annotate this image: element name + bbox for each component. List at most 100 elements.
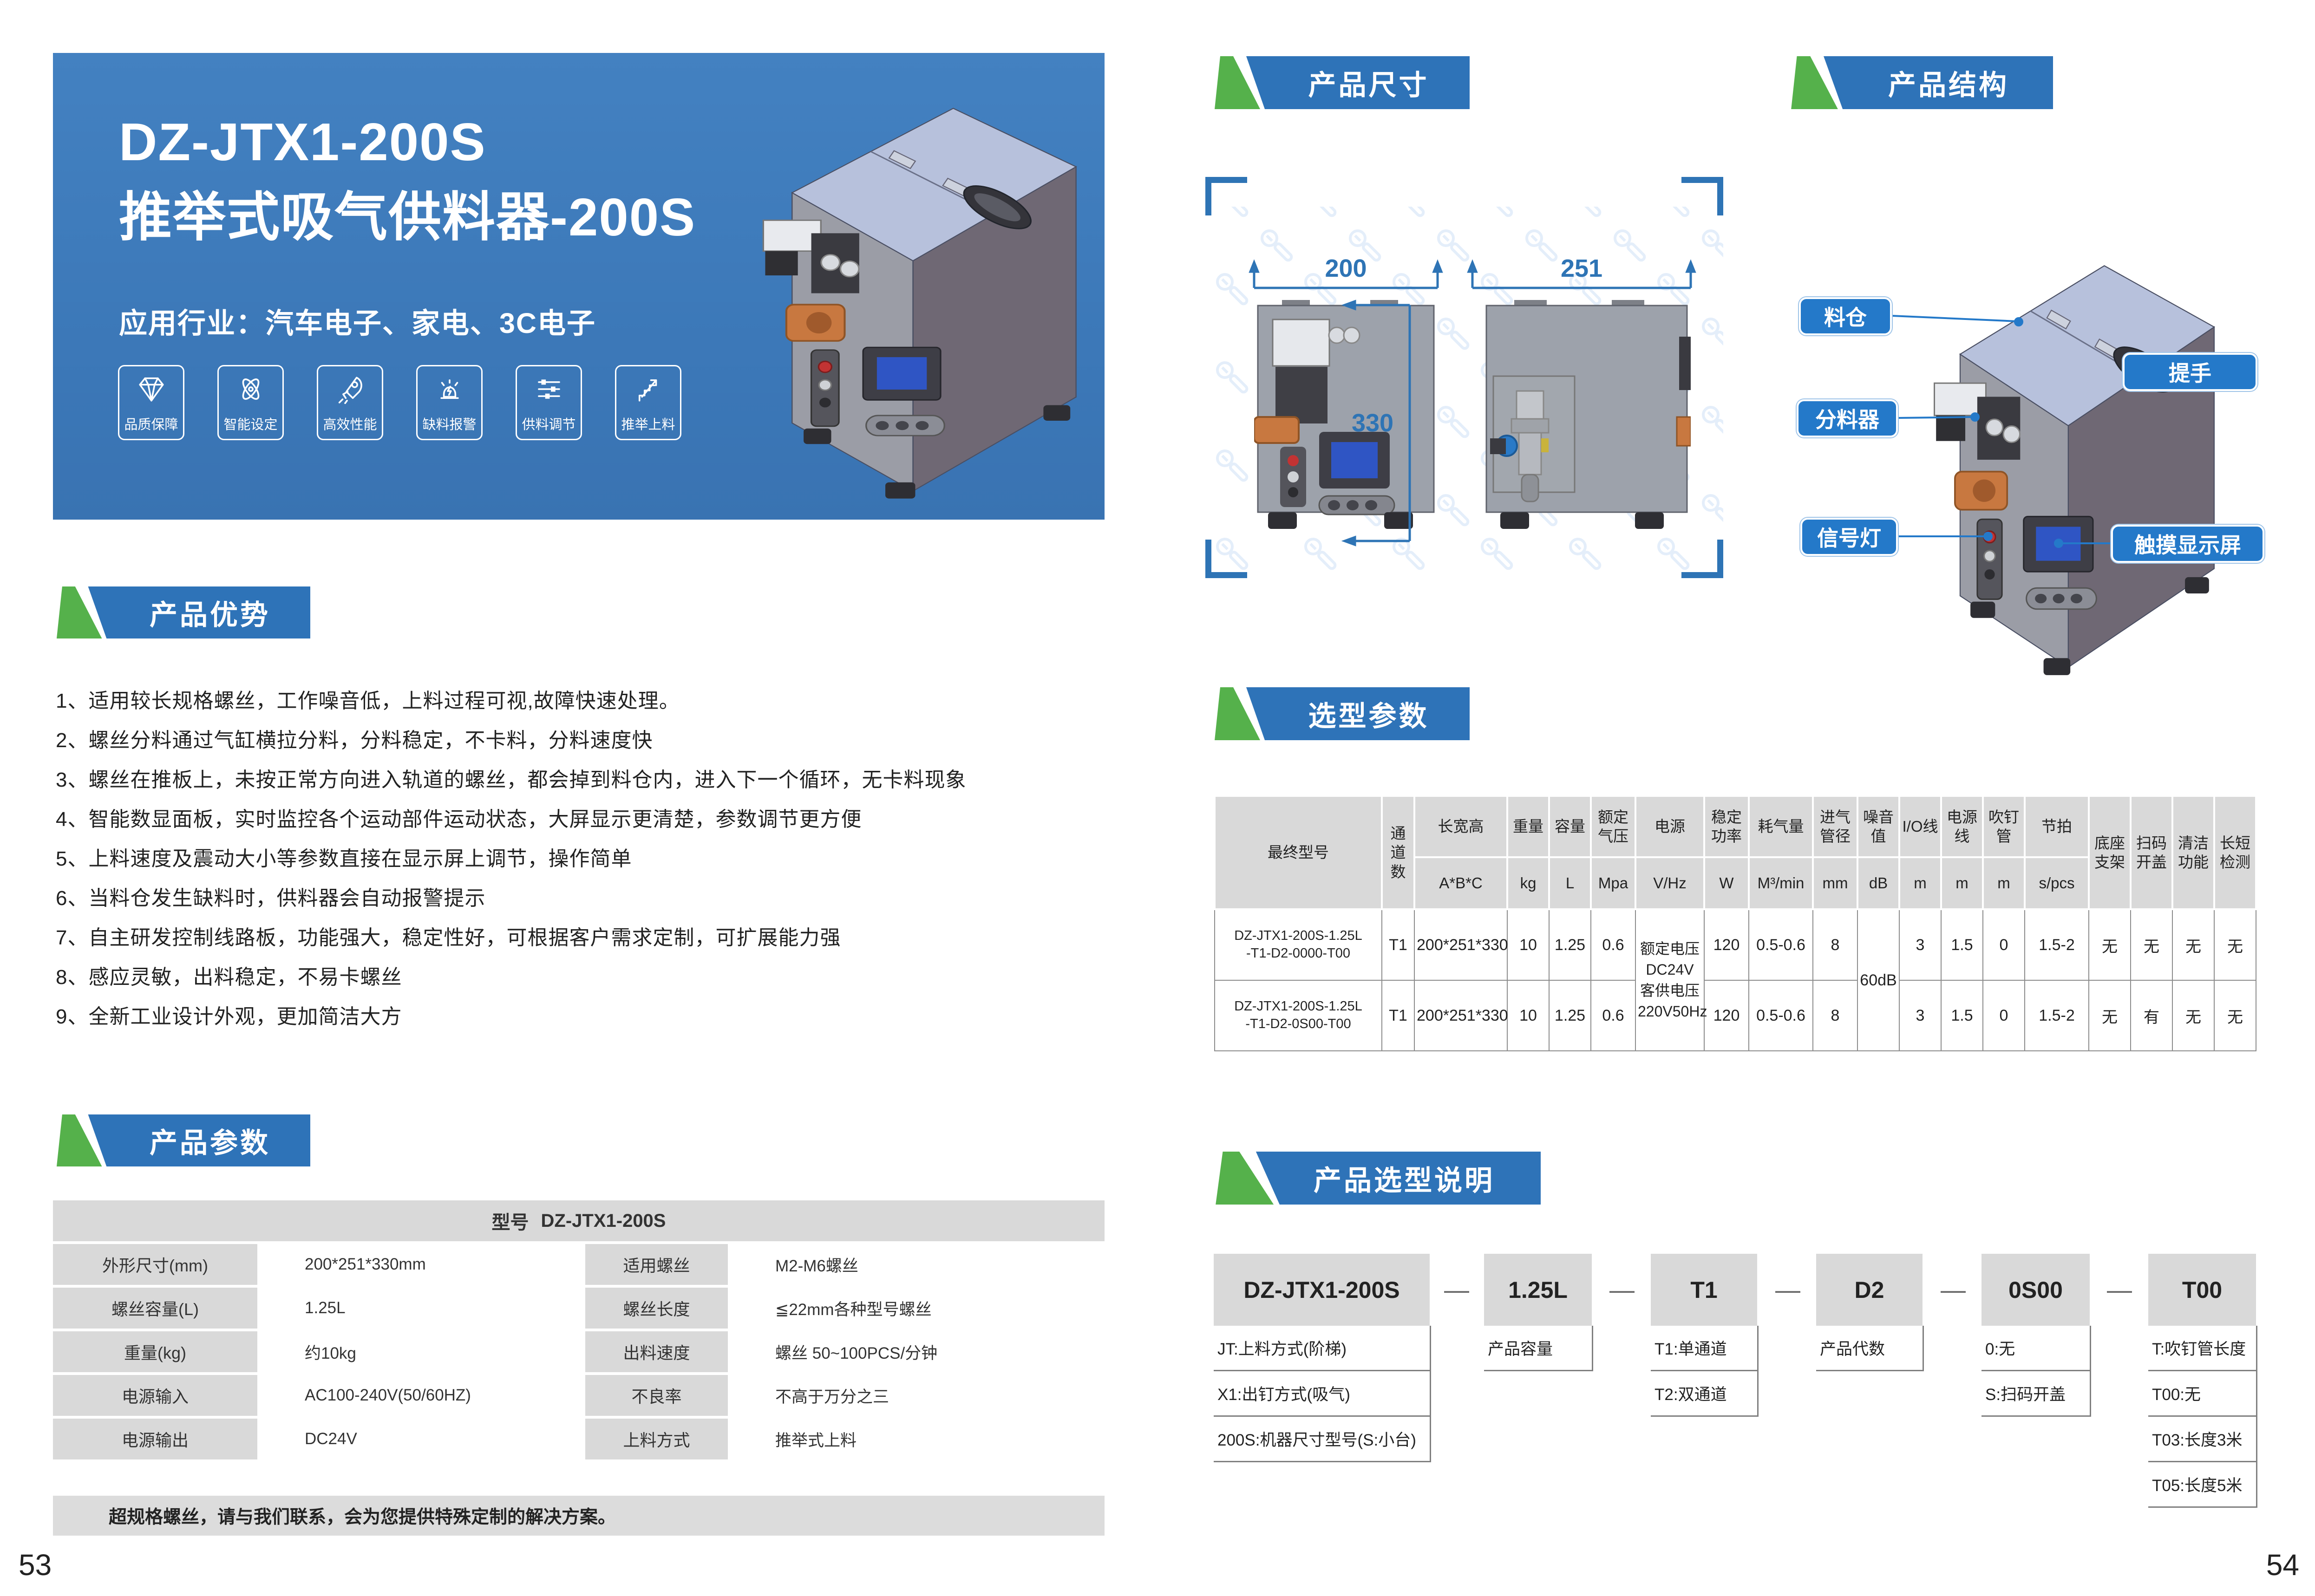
table-row: DZ-JTX1-200S-1.25L -T1-D2-0000-T00 T1 20…	[1214, 908, 2256, 1051]
col-header: I/O线	[1898, 795, 1942, 858]
cell: 0	[1982, 908, 2025, 981]
cell: 0.6	[1590, 908, 1636, 981]
badge-label: 推举上料	[621, 417, 675, 432]
cell: 无	[2214, 980, 2256, 1051]
col-header: 耗气量	[1748, 795, 1814, 858]
advantage-item: 3、螺丝在推板上，未按正常方向进入轨道的螺丝，都会掉到料仓内，进入下一个循环，无…	[56, 768, 967, 791]
corner-bracket	[1681, 177, 1723, 215]
cell: 8	[1812, 980, 1858, 1051]
power-line: DC24V	[1646, 961, 1694, 978]
selection-params-table: 最终型号 通道数 长宽高 重量 容量 额定气压 电源 稳定功率 耗气量 进气管径…	[1214, 795, 2257, 1051]
cell: 无	[2088, 908, 2131, 981]
label-hopper: 料仓	[1799, 297, 1892, 335]
badge-label: 供料调节	[522, 417, 576, 432]
col-header: 重量	[1506, 795, 1550, 858]
param-value: 不高于万分之三	[731, 1375, 1105, 1416]
code-separator: —	[1609, 1276, 1635, 1304]
model-value: DZ-JTX1-200S	[541, 1210, 666, 1231]
param-label: 不良率	[585, 1375, 728, 1416]
param-label: 螺丝长度	[585, 1288, 728, 1329]
code-note: JT:上料方式(阶梯)	[1214, 1326, 1430, 1371]
power-line: 220V50Hz	[1638, 1003, 1707, 1020]
product-title: DZ-JTX1-200S 推举式吸气供料器-200S	[119, 105, 696, 255]
cell: 0	[1982, 980, 2025, 1051]
table-row: 电源输出 DC24V 上料方式 推举式上料	[53, 1419, 1105, 1459]
advantage-item: 7、自主研发控制线路板，功能强大，稳定性好，可根据客户需求定制，可扩展能力强	[56, 926, 841, 949]
corner-bracket	[1205, 177, 1247, 215]
atom-icon	[242, 378, 259, 400]
code-segment: 1.25L	[1484, 1254, 1592, 1326]
col-header: 底座支架	[2088, 795, 2132, 910]
unit-header: s/pcs	[2024, 856, 2090, 910]
stairs-arrow-icon	[638, 379, 657, 402]
code-note: T1:单通道	[1651, 1326, 1757, 1371]
banner-shape	[1215, 56, 1470, 109]
advantage-list: 1、适用较长规格螺丝，工作噪音低，上料过程可视,故障快速处理。 2、螺丝分料通过…	[56, 679, 966, 1034]
front-view-drawing	[1254, 300, 1435, 529]
cell: 有	[2130, 980, 2173, 1051]
code-separator: —	[1444, 1276, 1469, 1304]
label-handle: 提手	[2123, 353, 2257, 391]
label-touchscreen: 触摸显示屏	[2111, 525, 2264, 563]
cell-model: DZ-JTX1-200S-1.25L -T1-D2-0S00-T00	[1214, 980, 1382, 1051]
section-heading: 产品选型说明	[1314, 1165, 1495, 1196]
table-row: 螺丝容量(L) 1.25L 螺丝长度 ≦22mm各种型号螺丝	[53, 1288, 1105, 1329]
cell: 1.5	[1941, 980, 1983, 1051]
cell: 120	[1704, 908, 1749, 981]
params-table-header: 型号 DZ-JTX1-200S	[53, 1200, 1105, 1241]
cell: 1.25	[1549, 908, 1591, 981]
code-note: 200S:机器尺寸型号(S:小台)	[1214, 1417, 1430, 1462]
code-notes-column: 0:无 S:扫码开盖	[1981, 1326, 2091, 1417]
advantage-item: 6、当料仓发生缺料时，供料器会自动报警提示	[56, 886, 486, 910]
param-label: 上料方式	[585, 1419, 728, 1459]
param-value: 200*251*330mm	[260, 1244, 582, 1285]
side-view-drawing	[1485, 300, 1691, 529]
section-heading: 产品尺寸	[1308, 69, 1429, 101]
code-separator: —	[2107, 1276, 2132, 1304]
param-label: 螺丝容量(L)	[53, 1288, 257, 1329]
banner-shape	[1216, 1152, 1541, 1205]
param-value: ≦22mm各种型号螺丝	[731, 1288, 1105, 1329]
code-notes-column: 产品代数	[1816, 1326, 1924, 1371]
badge-label: 缺料报警	[422, 417, 477, 432]
dimension-figure: 200 251 330	[1205, 174, 1723, 578]
model-label: 型号	[491, 1212, 529, 1233]
label-signal-light: 信号灯	[1800, 518, 1898, 556]
section-structure-banner: 产品结构	[1787, 56, 2053, 109]
badge-shortage-alarm: 缺料报警	[416, 365, 483, 440]
code-note: 0:无	[1981, 1326, 2090, 1371]
badge-label: 智能设定	[223, 417, 278, 432]
cell: 1.5	[1941, 908, 1983, 981]
unit-header: m	[1982, 856, 2026, 910]
param-label: 电源输入	[53, 1375, 257, 1416]
cell: 无	[2214, 908, 2256, 981]
banner-shape	[1791, 56, 2053, 109]
table-row: 重量(kg) 约10kg 出料速度 螺丝 50~100PCS/分钟	[53, 1331, 1105, 1372]
param-value: 约10kg	[260, 1331, 582, 1372]
sliders-icon	[537, 379, 560, 399]
col-header: 吹钉管	[1982, 795, 2026, 858]
col-header: 通道数	[1381, 795, 1415, 910]
col-header: 电源	[1635, 795, 1705, 858]
param-value: 螺丝 50~100PCS/分钟	[731, 1331, 1105, 1372]
product-title-line2: 推举式吸气供料器-200S	[119, 188, 696, 247]
dimension-width: 200	[1325, 254, 1367, 282]
badge-feed-adjust: 供料调节	[516, 365, 582, 440]
param-label: 电源输出	[53, 1419, 257, 1459]
cell: 3	[1899, 980, 1942, 1051]
param-value: DC24V	[260, 1419, 582, 1459]
cell: 1.25	[1549, 980, 1591, 1051]
unit-header: m	[1898, 856, 1942, 910]
param-value: AC100-240V(50/60HZ)	[260, 1375, 582, 1416]
param-label: 适用螺丝	[585, 1244, 728, 1285]
cell: 10	[1507, 908, 1550, 981]
advantage-item: 5、上料速度及震动大小等参数直接在显示屏上调节，操作简单	[56, 847, 632, 870]
cell: T1	[1381, 908, 1415, 981]
section-heading: 选型参数	[1308, 700, 1429, 732]
unit-header: dB	[1857, 856, 1900, 910]
code-segment: 0S00	[1981, 1254, 2090, 1326]
alarm-icon	[440, 379, 459, 399]
code-note: X1:出钉方式(吸气)	[1214, 1371, 1430, 1417]
section-heading: 产品参数	[150, 1127, 270, 1159]
section-guide-banner: 产品选型说明	[1211, 1152, 1541, 1205]
